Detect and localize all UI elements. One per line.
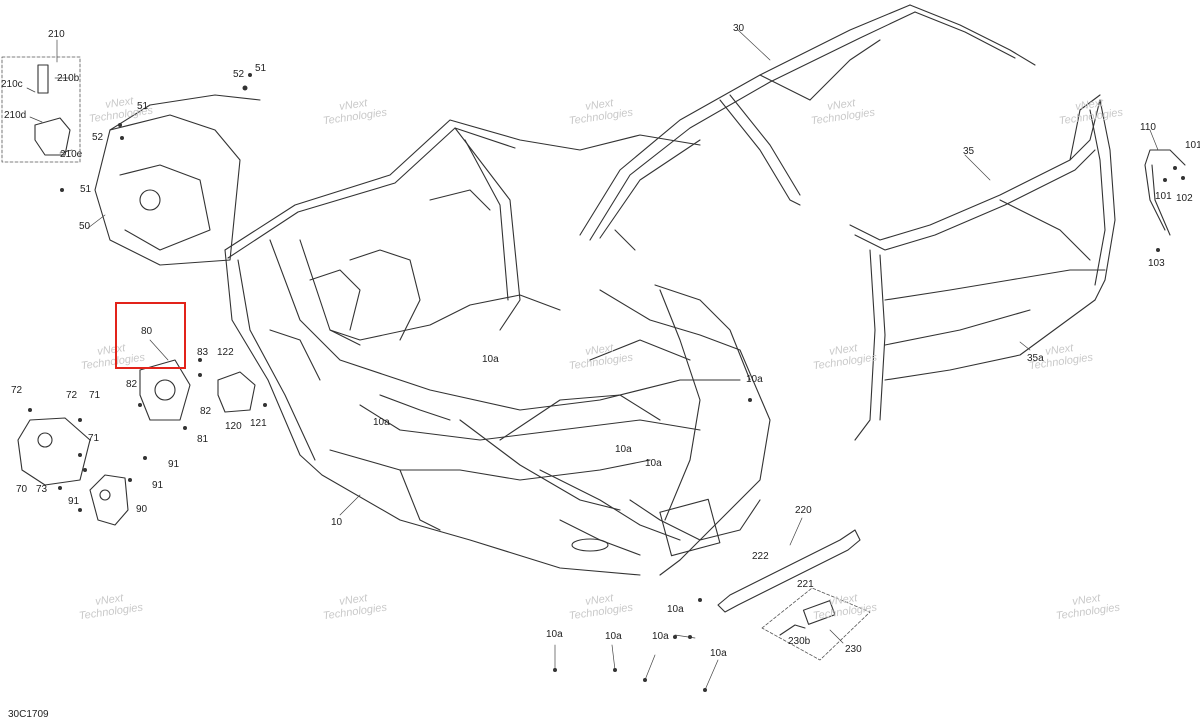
callout-label[interactable]: 120 xyxy=(225,421,242,432)
callout-label[interactable]: 30 xyxy=(733,23,745,34)
callout-label[interactable]: 210b xyxy=(57,73,80,84)
callout-label[interactable]: 210e xyxy=(60,149,83,160)
callout-label[interactable]: 91 xyxy=(168,459,180,470)
group-box-230 xyxy=(761,587,871,661)
callout-label[interactable]: 10a xyxy=(652,631,669,642)
group-box-210 xyxy=(1,56,81,163)
main-frame-10 xyxy=(224,119,771,576)
callout-label[interactable]: 230b xyxy=(788,636,811,647)
plate-220 xyxy=(717,529,861,613)
bracket-120 xyxy=(217,371,256,413)
handle-110 xyxy=(1144,149,1186,236)
callout-label[interactable]: 35a xyxy=(1027,353,1044,364)
callout-label[interactable]: 101 xyxy=(1185,140,1200,151)
callout-label[interactable]: 70 xyxy=(16,484,28,495)
callout-label[interactable]: 71 xyxy=(88,433,100,444)
callout-label[interactable]: 82 xyxy=(200,406,212,417)
callout-label[interactable]: 71 xyxy=(89,390,101,401)
callout-label[interactable]: 50 xyxy=(79,221,91,232)
callout-label[interactable]: 222 xyxy=(752,551,769,562)
side-cage-35 xyxy=(849,94,1116,441)
callout-label[interactable]: 80 xyxy=(141,326,153,337)
callout-label[interactable]: 72 xyxy=(11,385,23,396)
callout-label[interactable]: 101 xyxy=(1155,191,1172,202)
front-panel-50 xyxy=(94,94,261,266)
callout-label[interactable]: 91 xyxy=(68,496,80,507)
callout-label[interactable]: 73 xyxy=(36,484,48,495)
plate-70 xyxy=(17,417,91,486)
callout-label[interactable]: 122 xyxy=(217,347,234,358)
callout-label[interactable]: 51 xyxy=(80,184,92,195)
callout-label[interactable]: 91 xyxy=(152,480,164,491)
callout-label[interactable]: 35 xyxy=(963,146,975,157)
callout-label[interactable]: 102 xyxy=(1176,193,1193,204)
callout-label[interactable]: 10a xyxy=(605,631,622,642)
callout-label[interactable]: 10 xyxy=(331,517,343,528)
diagram-id: 30C1709 xyxy=(8,709,49,720)
callout-label[interactable]: 52 xyxy=(233,69,245,80)
callout-label[interactable]: 220 xyxy=(795,505,812,516)
callout-label[interactable]: 10a xyxy=(546,629,563,640)
roll-cage-top-30 xyxy=(579,4,1036,251)
callout-label[interactable]: 210 xyxy=(48,29,65,40)
callout-label[interactable]: 10a xyxy=(710,648,727,659)
leader-lines xyxy=(26,29,1159,691)
callout-label[interactable]: 72 xyxy=(66,390,78,401)
callout-label[interactable]: 81 xyxy=(197,434,209,445)
callout-label[interactable]: 103 xyxy=(1148,258,1165,269)
callout-label[interactable]: 52 xyxy=(92,132,104,143)
callout-label[interactable]: 10a xyxy=(645,458,662,469)
callout-label[interactable]: 82 xyxy=(126,379,138,390)
callout-label[interactable]: 51 xyxy=(255,63,267,74)
fasteners xyxy=(28,73,1185,692)
pin-210 xyxy=(34,64,71,156)
callout-label[interactable]: 10a xyxy=(615,444,632,455)
callout-label[interactable]: 210d xyxy=(4,110,27,121)
callout-label[interactable]: 230 xyxy=(845,644,862,655)
bracket-90 xyxy=(89,474,129,526)
callout-label[interactable]: 121 xyxy=(250,418,267,429)
callout-label[interactable]: 51 xyxy=(137,101,149,112)
callout-label[interactable]: 10a xyxy=(482,354,499,365)
callout-label[interactable]: 10a xyxy=(746,374,763,385)
highlight-box-item-80 xyxy=(115,302,186,369)
callout-label[interactable]: 83 xyxy=(197,347,209,358)
bracket-80 xyxy=(139,359,191,421)
callout-label[interactable]: 210c xyxy=(1,79,23,90)
callout-label[interactable]: 10a xyxy=(667,604,684,615)
callout-label[interactable]: 110 xyxy=(1140,122,1156,133)
callout-label[interactable]: 90 xyxy=(136,504,148,515)
switch-230 xyxy=(779,600,836,636)
callout-label[interactable]: 221 xyxy=(797,579,814,590)
callout-label[interactable]: 10a xyxy=(373,417,390,428)
